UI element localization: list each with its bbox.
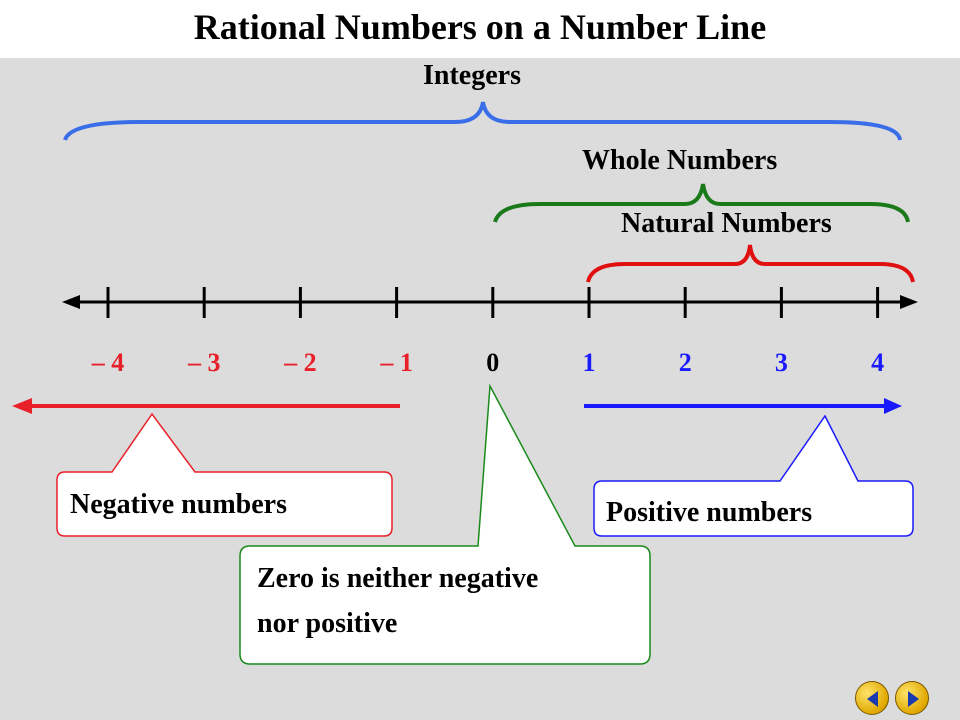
number-label: 1 — [582, 348, 596, 377]
slide-title: Rational Numbers on a Number Line — [193, 7, 767, 47]
number-label: – 1 — [380, 348, 413, 377]
next-slide-button[interactable] — [895, 681, 929, 715]
zero-callout-text-line2: nor positive — [257, 608, 398, 639]
integers-label: Integers — [423, 60, 521, 91]
number-label: 4 — [871, 348, 885, 377]
positive-direction-arrowhead — [884, 398, 902, 414]
natural-numbers-label: Natural Numbers — [621, 208, 832, 239]
number-label: 3 — [774, 348, 788, 377]
positive-callout-text: Positive numbers — [606, 497, 813, 528]
number-label: 0 — [486, 348, 500, 377]
whole-numbers-label: Whole Numbers — [582, 145, 778, 176]
number-label: – 2 — [284, 348, 317, 377]
triangle-left-icon — [867, 691, 878, 707]
triangle-right-icon — [908, 691, 919, 707]
prev-slide-button[interactable] — [855, 681, 889, 715]
integers-brace — [63, 101, 902, 141]
negative-callout-text: Negative numbers — [70, 489, 287, 520]
whole-numbers-brace — [493, 183, 910, 223]
number-line-ticks — [106, 287, 880, 318]
number-line-left-arrow — [62, 295, 80, 309]
natural-numbers-brace — [586, 244, 915, 283]
positive-callout-box — [593, 414, 914, 537]
negative-callout-box — [56, 412, 393, 537]
number-label: – 3 — [187, 348, 221, 377]
number-label: – 4 — [91, 348, 125, 377]
slide-header — [0, 0, 960, 58]
number-label: 2 — [678, 348, 692, 377]
negative-direction-arrowhead — [12, 398, 32, 414]
zero-callout-text-line1: Zero is neither negative — [257, 563, 539, 594]
number-line-right-arrow — [900, 295, 918, 309]
zero-callout-box — [239, 383, 651, 665]
